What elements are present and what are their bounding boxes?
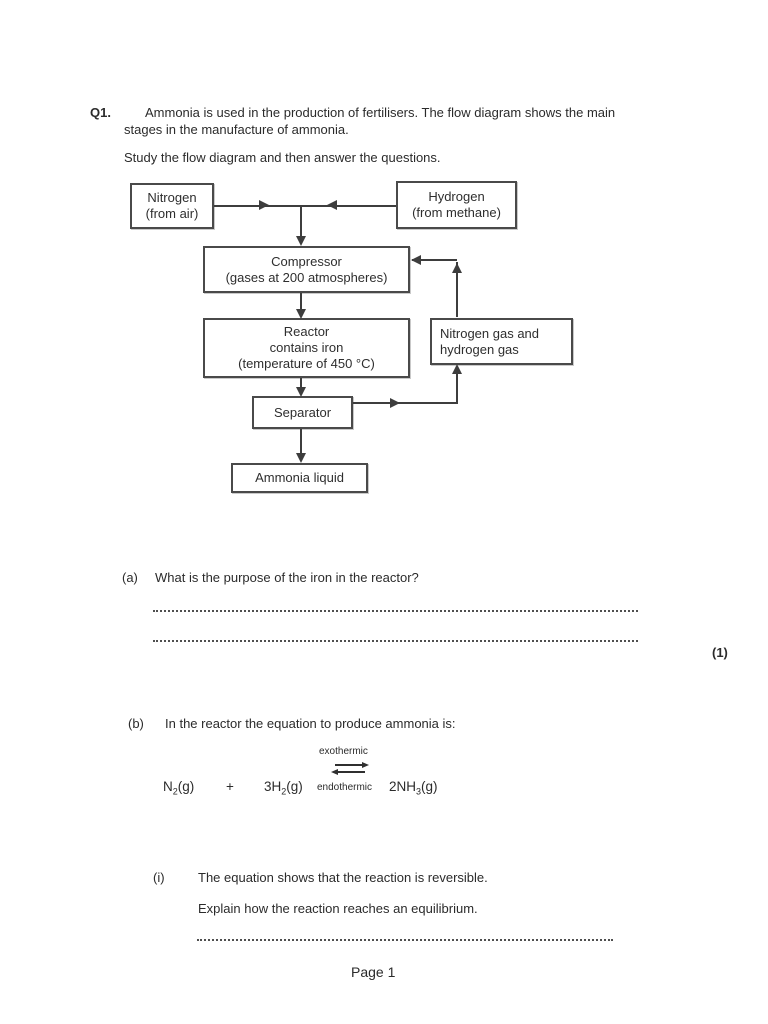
arrow-up-icon bbox=[452, 364, 462, 374]
flow-box-reactor-line3: (temperature of 450 °C) bbox=[238, 356, 375, 371]
arrow-up-icon bbox=[452, 263, 462, 273]
arrow-down-icon bbox=[296, 309, 306, 319]
part-a-question: What is the purpose of the iron in the r… bbox=[155, 570, 419, 585]
equilibrium-arrowhead-right-icon bbox=[362, 762, 369, 768]
flow-line-recycle-to-compressor bbox=[412, 259, 457, 261]
intro-line1: Ammonia is used in the production of fer… bbox=[145, 105, 616, 120]
flow-box-reactor-line1: Reactor bbox=[283, 324, 330, 339]
part-i-question: Explain how the reaction reaches an equi… bbox=[198, 901, 478, 916]
equation-plus-sign: + bbox=[226, 779, 234, 794]
flow-box-hydrogen-line2: (from methane) bbox=[412, 205, 501, 220]
flow-box-nitrogen-line1: Nitrogen bbox=[147, 190, 197, 205]
reactant-2-subscript: 2 bbox=[281, 786, 287, 797]
flow-box-reactor-line2: contains iron bbox=[269, 340, 344, 355]
flow-box-recycle-line2: hydrogen gas bbox=[440, 341, 519, 357]
flow-box-reactor: Reactor contains iron (temperature of 45… bbox=[203, 318, 410, 378]
flow-box-hydrogen-line1: Hydrogen bbox=[428, 189, 485, 204]
part-b-label: (b) bbox=[128, 716, 144, 731]
arrow-right-icon bbox=[390, 398, 400, 408]
flow-box-compressor-line1: Compressor bbox=[271, 253, 342, 269]
question-number: Q1. bbox=[90, 105, 111, 120]
flow-box-ammonia: Ammonia liquid bbox=[231, 463, 368, 493]
equilibrium-arrowhead-left-icon bbox=[331, 769, 338, 775]
flow-box-nitrogen-line2: (from air) bbox=[145, 206, 199, 221]
flow-line-up-into-recycle bbox=[456, 374, 458, 403]
flow-box-compressor: Compressor (gases at 200 atmospheres) bbox=[203, 246, 410, 293]
equation-product: 2NH3(g) bbox=[389, 779, 438, 800]
arrow-right-icon bbox=[259, 200, 269, 210]
intro-line2: stages in the manufacture of ammonia. bbox=[124, 122, 349, 137]
flow-box-recycle-line1: Nitrogen gas and bbox=[440, 325, 540, 341]
answer-line bbox=[197, 939, 613, 941]
product-subscript: 3 bbox=[416, 786, 422, 797]
part-i-label: (i) bbox=[153, 870, 165, 885]
flow-box-recycle-gases: Nitrogen gas and hydrogen gas bbox=[430, 318, 573, 365]
reactant-1-formula: N bbox=[163, 779, 173, 794]
arrow-left-icon bbox=[411, 255, 421, 265]
flow-line-hydrogen-to-centre bbox=[301, 205, 396, 207]
equation-exothermic-label: exothermic bbox=[319, 746, 368, 757]
page-footer: Page 1 bbox=[351, 964, 396, 980]
flow-box-separator: Separator bbox=[252, 396, 353, 429]
flow-box-compressor-line2: (gases at 200 atmospheres) bbox=[225, 269, 388, 285]
part-a-marks: (1) bbox=[712, 645, 728, 660]
equation-reactant-2: 3H2(g) bbox=[264, 779, 303, 800]
arrow-down-icon bbox=[296, 387, 306, 397]
part-a-label: (a) bbox=[122, 570, 138, 585]
product-state: (g) bbox=[421, 779, 438, 794]
equilibrium-arrow-forward bbox=[335, 764, 362, 766]
arrow-down-icon bbox=[296, 453, 306, 463]
reactant-1-subscript: 2 bbox=[172, 786, 178, 797]
flow-box-hydrogen: Hydrogen (from methane) bbox=[396, 181, 517, 229]
equation-endothermic-label: endothermic bbox=[317, 782, 373, 793]
reactant-2-state: (g) bbox=[286, 779, 303, 794]
flow-line-separator-to-ammonia bbox=[300, 429, 302, 454]
flow-box-separator-line1: Separator bbox=[273, 404, 332, 420]
study-note: Study the flow diagram and then answer t… bbox=[124, 150, 441, 165]
flow-box-nitrogen: Nitrogen (from air) bbox=[130, 183, 214, 229]
part-b-question: In the reactor the equation to produce a… bbox=[165, 716, 456, 731]
arrow-left-icon bbox=[327, 200, 337, 210]
flow-line-reactor-to-separator bbox=[300, 378, 302, 388]
arrow-down-icon bbox=[296, 236, 306, 246]
answer-line bbox=[153, 640, 638, 642]
flow-box-ammonia-line1: Ammonia liquid bbox=[255, 470, 344, 485]
answer-line bbox=[153, 610, 638, 612]
reactant-1-state: (g) bbox=[177, 779, 195, 794]
equation-reactant-1: N2(g) bbox=[163, 779, 194, 800]
flow-line-compressor-to-reactor bbox=[300, 293, 302, 310]
equilibrium-arrow-reverse bbox=[338, 771, 365, 773]
flow-line-separator-to-recycle bbox=[353, 402, 458, 404]
reactant-2-formula: 3H bbox=[264, 779, 282, 794]
product-formula: 2NH bbox=[389, 779, 417, 794]
flow-line-centre-to-compressor bbox=[300, 206, 302, 237]
flow-line-recycle-up bbox=[456, 262, 458, 317]
part-i-statement: The equation shows that the reaction is … bbox=[198, 870, 488, 885]
flow-line-nitrogen-to-centre bbox=[214, 205, 302, 207]
